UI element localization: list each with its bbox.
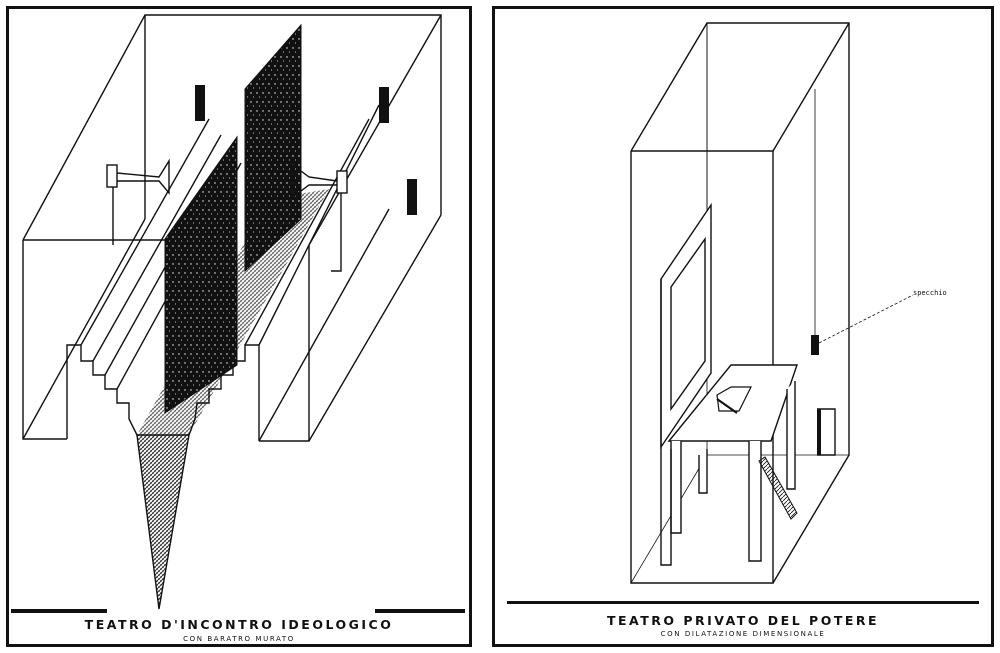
sheet-title: TEATRO PRIVATO DEL POTERE xyxy=(606,613,880,628)
mirror-leader-line xyxy=(818,294,914,344)
wall-slot xyxy=(379,87,389,123)
theatre-box-outline xyxy=(22,14,442,442)
small-door xyxy=(817,408,836,456)
chair-back-leg xyxy=(660,279,672,566)
loudspeaker-right xyxy=(292,163,348,272)
walled-chasm xyxy=(136,434,190,610)
dark-curtain-back xyxy=(244,23,302,273)
loudspeaker-left xyxy=(106,158,170,245)
door-edge xyxy=(817,409,821,455)
wall-slot xyxy=(407,179,417,215)
ladder xyxy=(758,456,798,520)
sheet-subtitle: CON DILATAZIONE DIMENSIONALE xyxy=(660,630,826,638)
rule-left xyxy=(11,609,107,613)
right-sheet: specchio TEATRO PRIVATO DEL POTERE CON D… xyxy=(492,6,994,647)
sheet-title: TEATRO D'INCONTRO IDEOLOGICO xyxy=(84,617,394,632)
rule-right xyxy=(375,609,465,613)
private-theatre-drawing xyxy=(507,22,979,604)
wall-slot xyxy=(195,85,205,121)
giant-chair xyxy=(660,202,798,562)
dark-curtain-front xyxy=(164,135,238,414)
mirror xyxy=(811,335,819,355)
sheet-subtitle: CON BARATRO MURATO xyxy=(183,635,295,643)
ideological-theatre-drawing xyxy=(11,14,465,613)
label-mirror: specchio xyxy=(913,289,947,297)
seat-ladder xyxy=(716,398,738,414)
rule-bottom xyxy=(507,601,979,604)
left-sheet: TEATRO D'INCONTRO IDEOLOGICO CON BARATRO… xyxy=(6,6,472,647)
